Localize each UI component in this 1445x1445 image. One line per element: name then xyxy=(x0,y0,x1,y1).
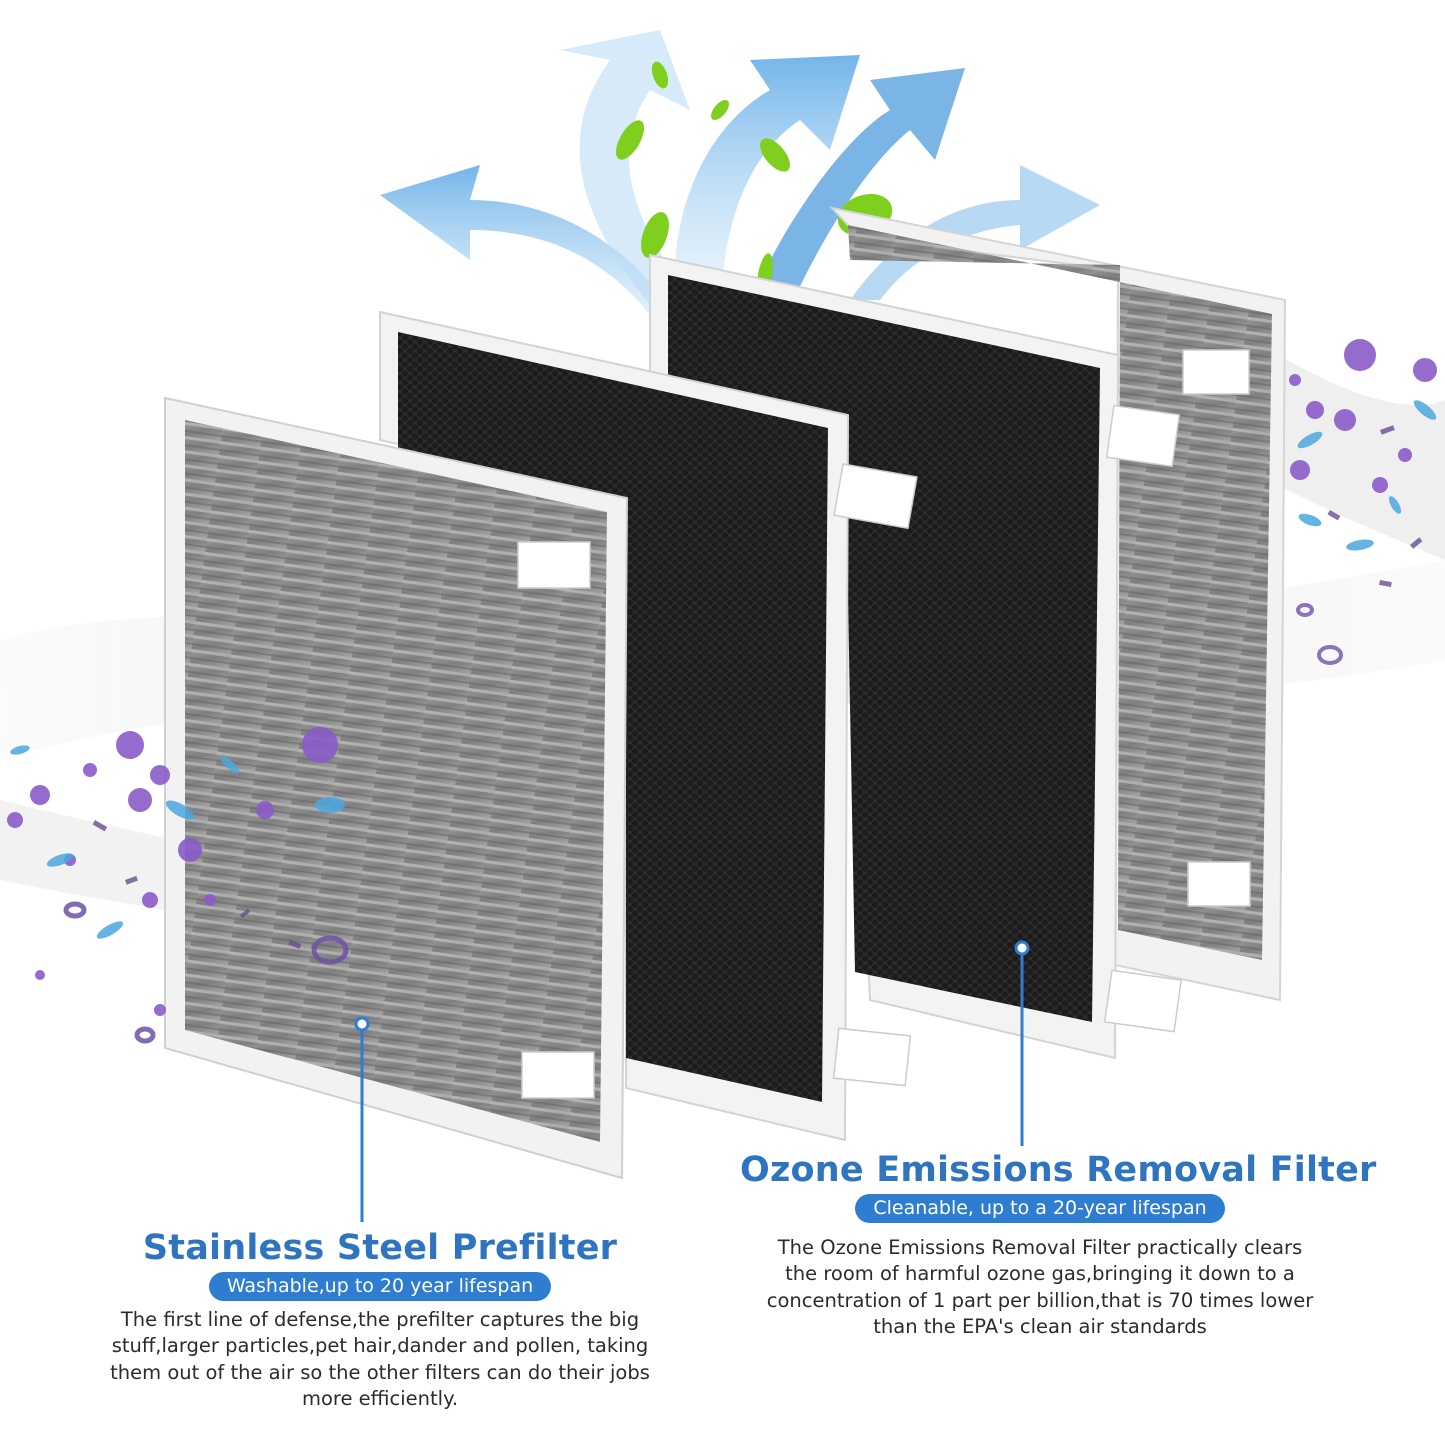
filter-panel-1 xyxy=(164,396,629,1180)
ozone-filter-lifespan-badge: Cleanable, up to a 20-year lifespan xyxy=(855,1194,1225,1223)
ozone-filter-description: The Ozone Emissions Removal Filter pract… xyxy=(766,1236,1314,1338)
filter-panel-2 xyxy=(379,310,918,1142)
callout-line-prefilter xyxy=(354,1016,370,1222)
filter-panel-3 xyxy=(649,253,1183,1060)
prefilter-callout: Stainless Steel Prefilter Washable,up to… xyxy=(90,1228,670,1412)
prefilter-title: Stainless Steel Prefilter xyxy=(142,1228,618,1268)
callout-line-ozone-filter xyxy=(1014,940,1030,1146)
filter-panel-4 xyxy=(829,206,1287,1002)
prefilter-lifespan-badge: Washable,up to 20 year lifespan xyxy=(208,1272,552,1301)
ozone-filter-title: Ozone Emissions Removal Filter xyxy=(740,1150,1377,1190)
prefilter-description: The first line of defense,the prefilter … xyxy=(110,1308,650,1410)
pollutant-particles-left xyxy=(7,727,349,1044)
pollutant-particles-right xyxy=(1289,339,1437,665)
ozone-filter-callout: Ozone Emissions Removal Filter Cleanable… xyxy=(740,1150,1377,1340)
